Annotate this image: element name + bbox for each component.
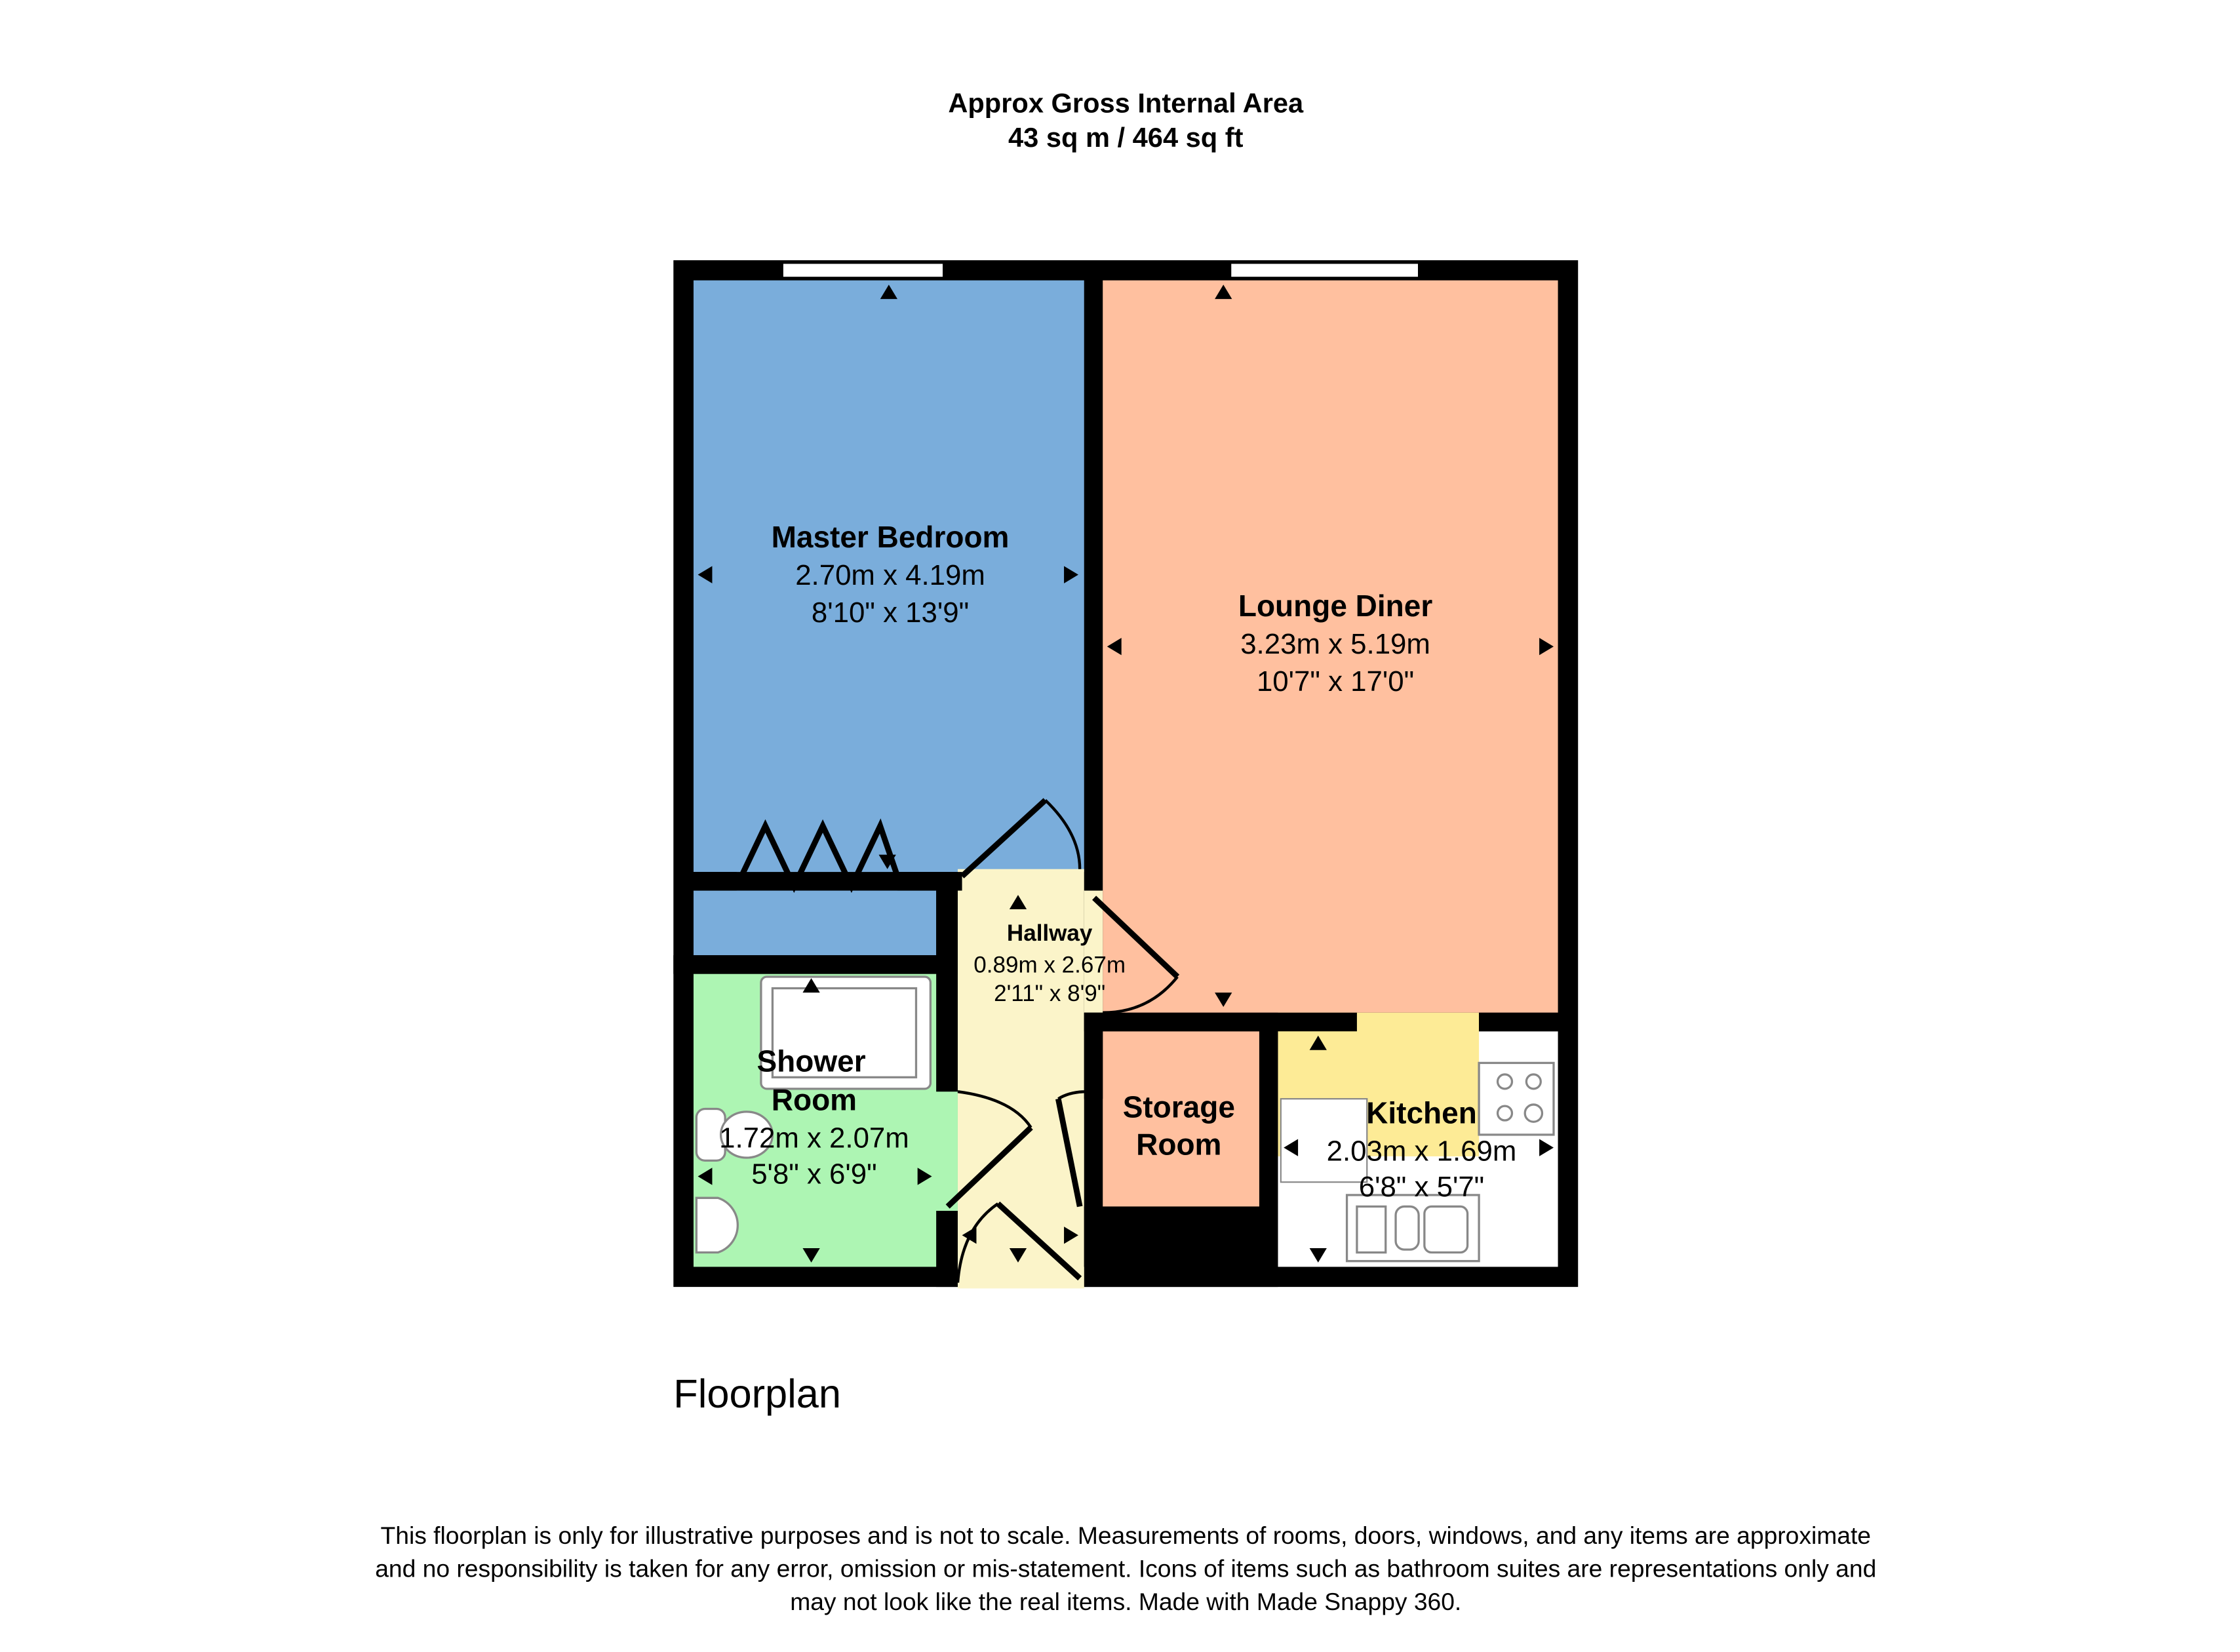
- hob-icon: [1478, 1061, 1555, 1136]
- disclaimer-line: may not look like the real items. Made w…: [790, 1588, 1461, 1615]
- toilet-icon: [695, 1107, 774, 1162]
- window: [781, 262, 945, 279]
- doors: [734, 798, 1180, 1283]
- basin-icon: [695, 1196, 739, 1254]
- room-name: Room: [772, 1083, 857, 1117]
- room-imperial: 2'11" x 8'9": [994, 981, 1105, 1006]
- bedroom-wardrobe-area: [693, 890, 937, 956]
- disclaimer: This floorplan is only for illustrative …: [375, 1522, 1876, 1615]
- room-imperial: 5'8" x 6'9": [751, 1158, 876, 1190]
- area-title: Approx Gross Internal Area: [948, 87, 1304, 118]
- wall: [936, 890, 958, 1092]
- room-imperial: 6'8" x 5'7": [1359, 1171, 1484, 1203]
- room-imperial: 8'10" x 13'9": [812, 597, 969, 629]
- fridge-icon: [1280, 1098, 1368, 1183]
- shower-tray-icon: [760, 975, 932, 1090]
- room-hallway: [957, 869, 1084, 1289]
- room-name: Storage: [1123, 1090, 1235, 1124]
- wall: [897, 872, 962, 891]
- room-name: Hallway: [1007, 920, 1093, 946]
- wall: [1084, 1012, 1103, 1099]
- floor-label: Floorplan: [673, 1371, 841, 1416]
- wall: [693, 872, 737, 891]
- room-lounge-diner: [1103, 280, 1558, 1013]
- room-metric: 1.72m x 2.07m: [719, 1122, 909, 1154]
- room-labels: Master Bedroom 2.70m x 4.19m 8'10" x 13'…: [719, 520, 1516, 1203]
- room-metric: 2.70m x 4.19m: [795, 559, 985, 591]
- dimension-arrows: [698, 285, 1554, 1263]
- sink-icon: [1345, 1194, 1480, 1263]
- wall: [936, 1211, 958, 1288]
- hallway-door-gap: [1084, 890, 1103, 1013]
- room-name: Master Bedroom: [772, 520, 1010, 554]
- room-imperial: 10'7" x 17'0": [1257, 665, 1414, 698]
- room-metric: 0.89m x 2.67m: [973, 952, 1126, 977]
- room-storage: [1103, 1031, 1259, 1207]
- room-name: Kitchen: [1366, 1095, 1477, 1130]
- wall: [673, 955, 958, 974]
- area-value: 43 sq m / 464 sq ft: [1008, 122, 1244, 153]
- room-master-bedroom: [693, 280, 1084, 873]
- wall: [1084, 1206, 1278, 1288]
- room-metric: 2.03m x 1.69m: [1327, 1135, 1517, 1167]
- disclaimer-line: This floorplan is only for illustrative …: [381, 1522, 1871, 1549]
- kitchen-floor-2: [1400, 1099, 1480, 1156]
- wall: [1479, 1012, 1558, 1032]
- entrance-gap: [957, 1267, 1084, 1289]
- disclaimer-line: and no responsibility is taken for any e…: [375, 1555, 1876, 1583]
- wall: [1084, 1012, 1357, 1032]
- room-name: Shower: [757, 1044, 866, 1078]
- room-name: Lounge Diner: [1238, 589, 1432, 623]
- room-metric: 3.23m x 5.19m: [1240, 628, 1430, 660]
- window: [1230, 262, 1420, 279]
- room-name: Room: [1136, 1128, 1221, 1162]
